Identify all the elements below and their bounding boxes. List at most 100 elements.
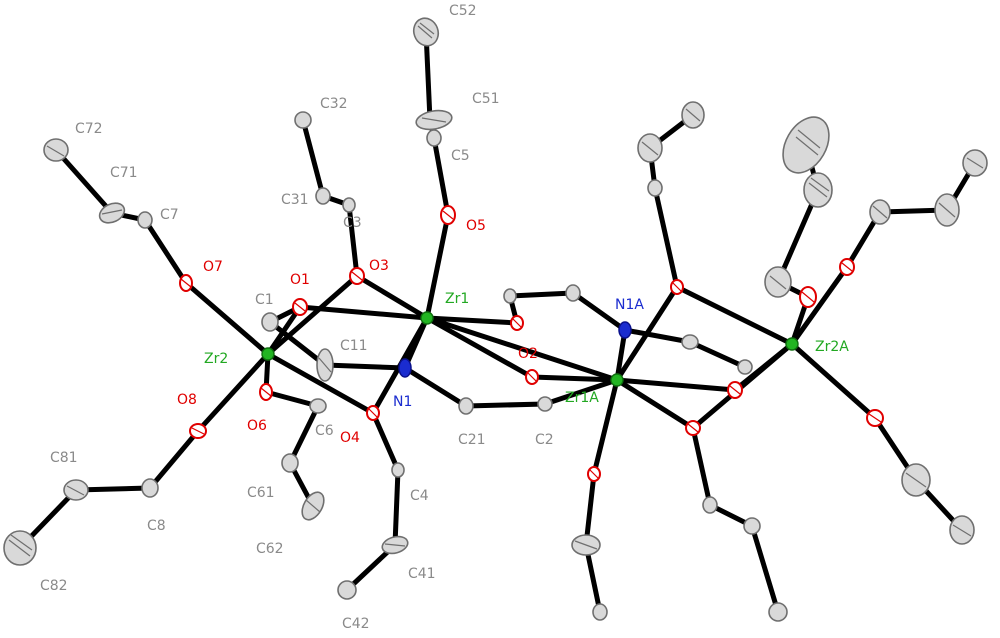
bond (789, 341, 878, 421)
label-c41: C41 (408, 566, 436, 582)
atom-c (565, 284, 581, 302)
bond (346, 202, 360, 279)
label-c2: C2 (535, 432, 554, 448)
atom-c (592, 603, 608, 621)
atom-n1 (398, 358, 412, 378)
label-zr2: Zr2 (204, 351, 228, 367)
atom-c (743, 517, 761, 535)
bond (431, 135, 451, 218)
label-c71: C71 (110, 165, 138, 181)
bond (370, 410, 401, 473)
atom-c1 (261, 312, 279, 332)
label-c81: C81 (50, 450, 78, 466)
label-zr1a: Zr1A (565, 390, 599, 406)
bond (687, 339, 748, 370)
bond (267, 319, 328, 368)
bond (583, 471, 597, 548)
atom-c (764, 266, 792, 298)
atom-c (803, 172, 833, 208)
bond (183, 280, 271, 357)
bond (142, 217, 189, 286)
atom-c (681, 101, 705, 129)
label-c7: C7 (160, 207, 179, 223)
label-c5: C5 (451, 148, 470, 164)
atom-c11 (316, 348, 334, 382)
atom-o7 (179, 274, 193, 292)
label-o3: O3 (369, 258, 389, 274)
label-c6: C6 (315, 423, 334, 439)
bonds (17, 29, 978, 615)
atom-c2 (537, 396, 553, 412)
atom-c (934, 193, 960, 227)
label-c31: C31 (281, 192, 309, 208)
atom-o (670, 279, 684, 295)
atom-o (727, 381, 743, 399)
bond (529, 374, 620, 383)
label-zr1: Zr1 (445, 291, 469, 307)
atom-o (799, 286, 817, 308)
bond (789, 264, 850, 347)
label-c4: C4 (410, 488, 429, 504)
bond (463, 401, 548, 409)
bond (265, 273, 360, 357)
label-o2: O2 (518, 346, 538, 362)
atom-n1a (618, 321, 632, 339)
atom-c (901, 463, 931, 497)
atom-c7 (137, 211, 153, 229)
bond (583, 542, 603, 615)
bond (570, 290, 628, 333)
bond (53, 147, 115, 216)
atom-c82 (3, 530, 37, 566)
bond (147, 428, 201, 491)
atoms (3, 17, 988, 622)
label-n1: N1 (393, 394, 412, 410)
atom-o3 (349, 267, 365, 285)
atom-c (571, 534, 601, 556)
label-c72: C72 (75, 121, 103, 137)
bond (591, 377, 620, 477)
atom-zr2a (785, 337, 799, 351)
label-c42: C42 (342, 616, 370, 632)
bond (652, 185, 680, 290)
bond (614, 377, 738, 393)
label-o6: O6 (247, 418, 267, 434)
atom-c (768, 602, 788, 622)
bond (674, 284, 795, 347)
bond (690, 425, 713, 508)
bond (622, 327, 693, 345)
label-c82: C82 (40, 578, 68, 594)
bond (614, 377, 696, 431)
atom-c (949, 515, 975, 545)
atom-c (637, 133, 663, 163)
bond (424, 315, 520, 326)
atom-c81 (63, 479, 89, 501)
bond (424, 212, 451, 321)
bond (322, 362, 408, 371)
bond (402, 365, 469, 409)
label-n1a: N1A (615, 297, 644, 313)
label-c21: C21 (458, 432, 486, 448)
atom-c3 (342, 197, 356, 213)
label-c32: C32 (320, 96, 348, 112)
atom-o (866, 409, 884, 427)
bond (424, 315, 620, 383)
bond (424, 315, 535, 380)
bond (195, 351, 271, 434)
label-c62: C62 (256, 541, 284, 557)
label-o5: O5 (466, 218, 486, 234)
bond (287, 403, 321, 466)
atom-o4 (366, 405, 380, 421)
atom-o5 (440, 205, 456, 225)
atom-c (702, 496, 718, 514)
atom-c62 (301, 491, 325, 521)
atom-c5 (426, 129, 442, 147)
bond (354, 273, 430, 321)
label-c3: C3 (343, 215, 362, 231)
atom-c32 (294, 111, 312, 129)
atom-o (587, 466, 601, 482)
atom-c (962, 149, 988, 177)
atom-zr1 (420, 311, 434, 325)
label-zr2a: Zr2A (815, 339, 849, 355)
bond (423, 29, 433, 123)
